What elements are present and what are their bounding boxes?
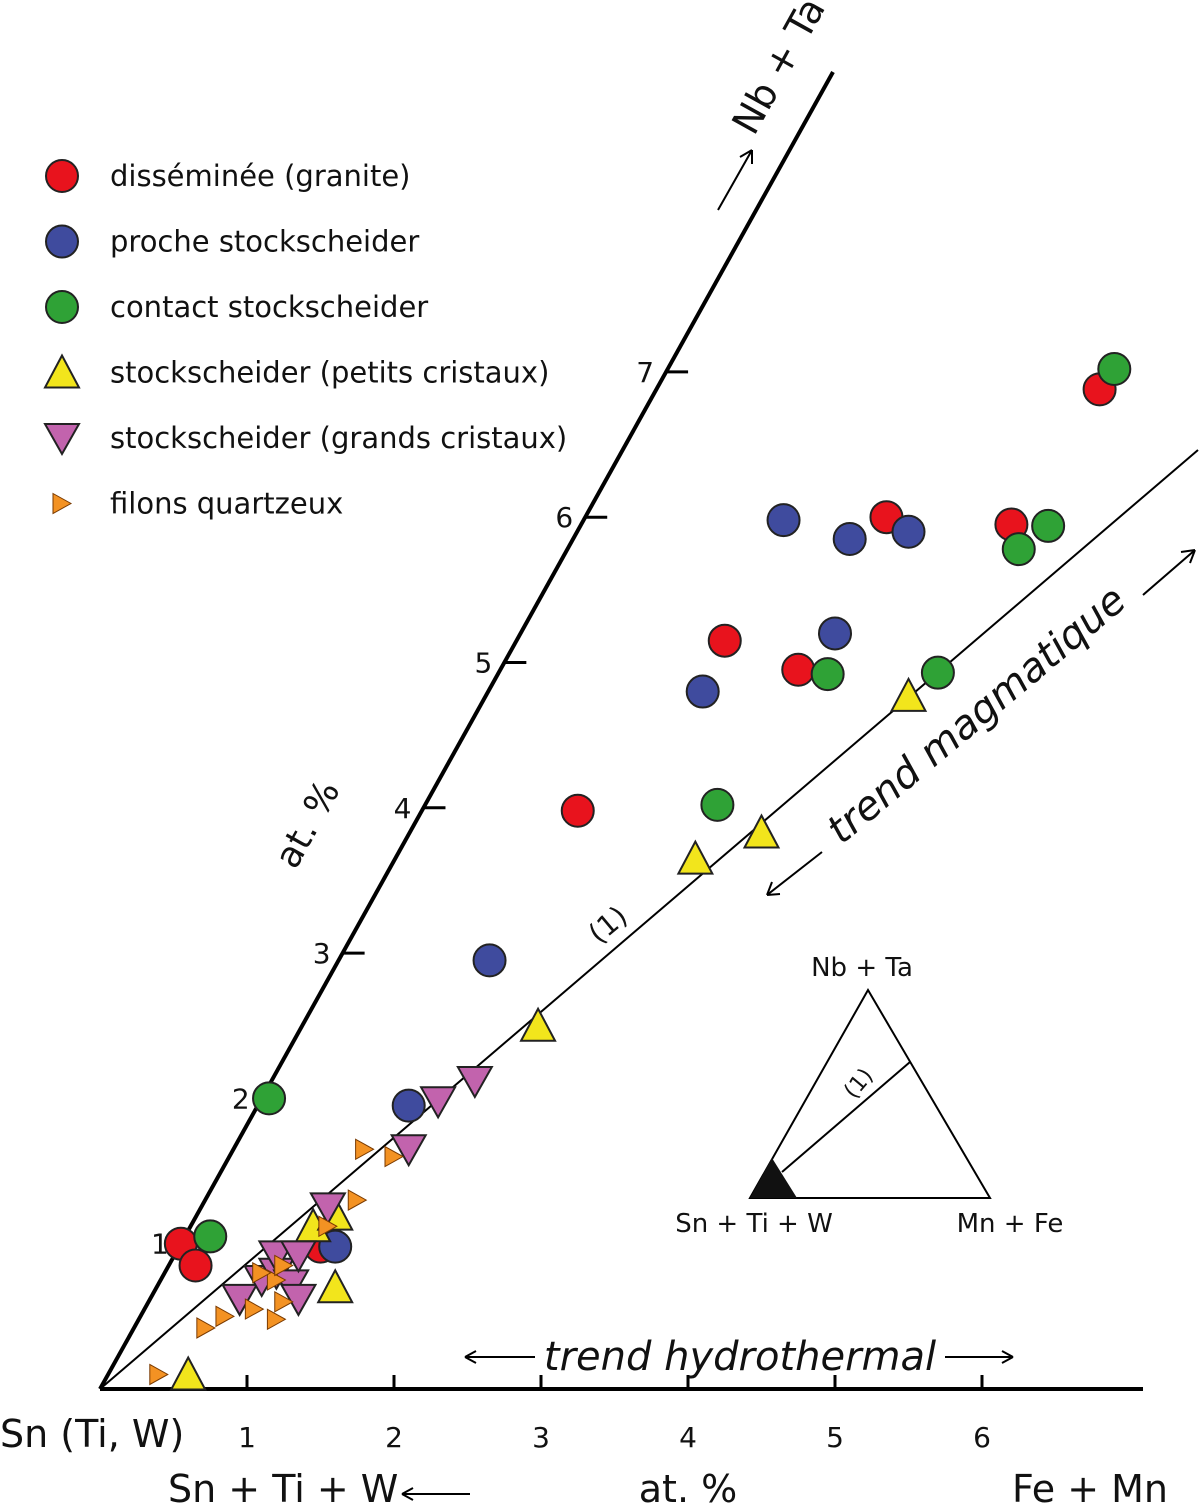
point-s3-4 bbox=[519, 1006, 557, 1042]
point-s1-1 bbox=[391, 1088, 426, 1123]
arrow-x-left bbox=[401, 1487, 470, 1501]
y-tick-label-6: 7 bbox=[636, 356, 654, 389]
point-s2-7 bbox=[1097, 351, 1132, 386]
point-s4-10 bbox=[456, 1065, 494, 1099]
point-s4-8 bbox=[389, 1134, 428, 1168]
legend-marker-5 bbox=[52, 492, 73, 515]
legend-label-0: disséminée (granite) bbox=[110, 159, 411, 193]
x-tick-label-1: 2 bbox=[385, 1421, 403, 1454]
x-tick-label-2: 3 bbox=[532, 1421, 550, 1454]
point-s5-2 bbox=[215, 1305, 235, 1328]
legend-marker-0 bbox=[45, 159, 79, 193]
inset-line-1 bbox=[781, 1061, 911, 1173]
trend-magmatic-label: trend magmatique bbox=[818, 577, 1135, 853]
point-s3-1 bbox=[316, 1268, 354, 1304]
point-s5-12 bbox=[384, 1145, 405, 1168]
data-points bbox=[149, 351, 1132, 1391]
point-s5-10 bbox=[318, 1215, 338, 1238]
x-left-label: Sn + Ti + W bbox=[168, 1467, 398, 1506]
arrow-hydro-left bbox=[464, 1350, 535, 1364]
arrows bbox=[401, 149, 1196, 1501]
arrow-magmatic-up bbox=[1142, 549, 1196, 596]
point-s0-1 bbox=[178, 1248, 213, 1283]
inset-top-label: Nb + Ta bbox=[811, 953, 913, 983]
arrow-nbta bbox=[717, 149, 753, 211]
legend-label-2: contact stockscheider bbox=[110, 290, 428, 324]
x-tick-label-0: 1 bbox=[238, 1421, 256, 1454]
point-s4-7 bbox=[309, 1192, 347, 1226]
arrow-hydro-right bbox=[945, 1350, 1014, 1364]
y-tick-label-0: 1 bbox=[151, 1228, 169, 1261]
y-axis-end-label: Nb + Ta bbox=[723, 0, 834, 141]
point-s5-4 bbox=[266, 1308, 287, 1331]
point-s5-3 bbox=[244, 1298, 265, 1320]
point-s5-5 bbox=[274, 1290, 294, 1313]
point-s0-5 bbox=[781, 652, 816, 687]
axes bbox=[98, 71, 1199, 1391]
point-s5-7 bbox=[274, 1254, 294, 1277]
point-s3-7 bbox=[889, 676, 928, 712]
legend-marker-4 bbox=[43, 423, 81, 457]
y-tick-label-2: 3 bbox=[313, 937, 331, 970]
trend-line-label: (1) bbox=[582, 899, 634, 950]
y-tick-label-3: 4 bbox=[394, 792, 412, 825]
point-s2-1 bbox=[252, 1081, 287, 1116]
inset-right-label: Mn + Fe bbox=[957, 1209, 1064, 1239]
x-tick-label-4: 5 bbox=[826, 1421, 844, 1454]
inset-line-label: (1) bbox=[839, 1064, 878, 1104]
point-s1-6 bbox=[832, 521, 867, 556]
arrow-magmatic-down bbox=[766, 851, 823, 896]
y-tick-label-1: 2 bbox=[232, 1082, 250, 1115]
point-s5-9 bbox=[347, 1189, 368, 1211]
legend-marker-3 bbox=[43, 353, 81, 389]
point-s1-3 bbox=[685, 674, 720, 709]
legend-label-4: stockscheider (grands cristaux) bbox=[110, 421, 567, 455]
point-s4-6 bbox=[279, 1240, 318, 1274]
x-axis-label: at. % bbox=[639, 1467, 737, 1506]
y-axis-label: at. % bbox=[267, 774, 348, 875]
point-s2-3 bbox=[810, 657, 845, 692]
inset-left-label: Sn + Ti + W bbox=[675, 1209, 833, 1239]
legend-marker-2 bbox=[45, 290, 79, 324]
x-right-label: Fe + Mn bbox=[1012, 1467, 1168, 1506]
trend-hydrothermal-label: trend hydrothermal bbox=[544, 1334, 936, 1380]
legend-label-3: stockscheider (petits cristaux) bbox=[110, 356, 549, 390]
point-s2-6 bbox=[1031, 508, 1066, 543]
point-s5-8 bbox=[252, 1261, 272, 1284]
inset-ternary: Nb + Ta Sn + Ti + W Mn + Fe (1) bbox=[675, 953, 1063, 1239]
x-ticks: 1 2 3 4 5 6 bbox=[238, 1375, 991, 1454]
y-tick-label-5: 6 bbox=[555, 501, 573, 534]
point-s2-0 bbox=[193, 1219, 228, 1254]
legend-label-5: filons quartzeux bbox=[110, 487, 343, 521]
point-s2-4 bbox=[920, 655, 955, 690]
point-s0-3 bbox=[560, 793, 595, 828]
x-origin-label: Sn (Ti, W) bbox=[0, 1412, 184, 1456]
point-s4-9 bbox=[419, 1086, 457, 1120]
legend-label-1: proche stockscheider bbox=[110, 225, 419, 259]
inset-black-corner bbox=[750, 1158, 797, 1198]
point-s3-0 bbox=[169, 1355, 207, 1391]
point-s4-0 bbox=[220, 1283, 259, 1317]
point-s1-4 bbox=[766, 503, 801, 538]
inset-triangle bbox=[748, 987, 992, 1199]
point-s2-2 bbox=[700, 787, 735, 822]
point-s3-6 bbox=[742, 813, 781, 849]
legend-marker-1 bbox=[45, 224, 79, 259]
trend-line-1 bbox=[99, 449, 1199, 1390]
legend: disséminée (granite) proche stockscheider… bbox=[43, 159, 567, 521]
y-axis-line bbox=[98, 71, 835, 1390]
x-tick-label-3: 4 bbox=[679, 1421, 697, 1454]
point-s1-5 bbox=[818, 616, 852, 651]
x-tick-label-5: 6 bbox=[973, 1421, 991, 1454]
point-s3-5 bbox=[676, 839, 715, 875]
point-s1-7 bbox=[891, 514, 926, 549]
y-tick-label-4: 5 bbox=[475, 647, 493, 680]
point-s5-0 bbox=[149, 1363, 169, 1386]
point-s0-4 bbox=[707, 623, 742, 658]
point-s2-5 bbox=[1001, 532, 1036, 567]
point-s1-2 bbox=[472, 943, 507, 978]
point-s5-1 bbox=[196, 1317, 216, 1339]
point-s5-11 bbox=[355, 1138, 375, 1161]
